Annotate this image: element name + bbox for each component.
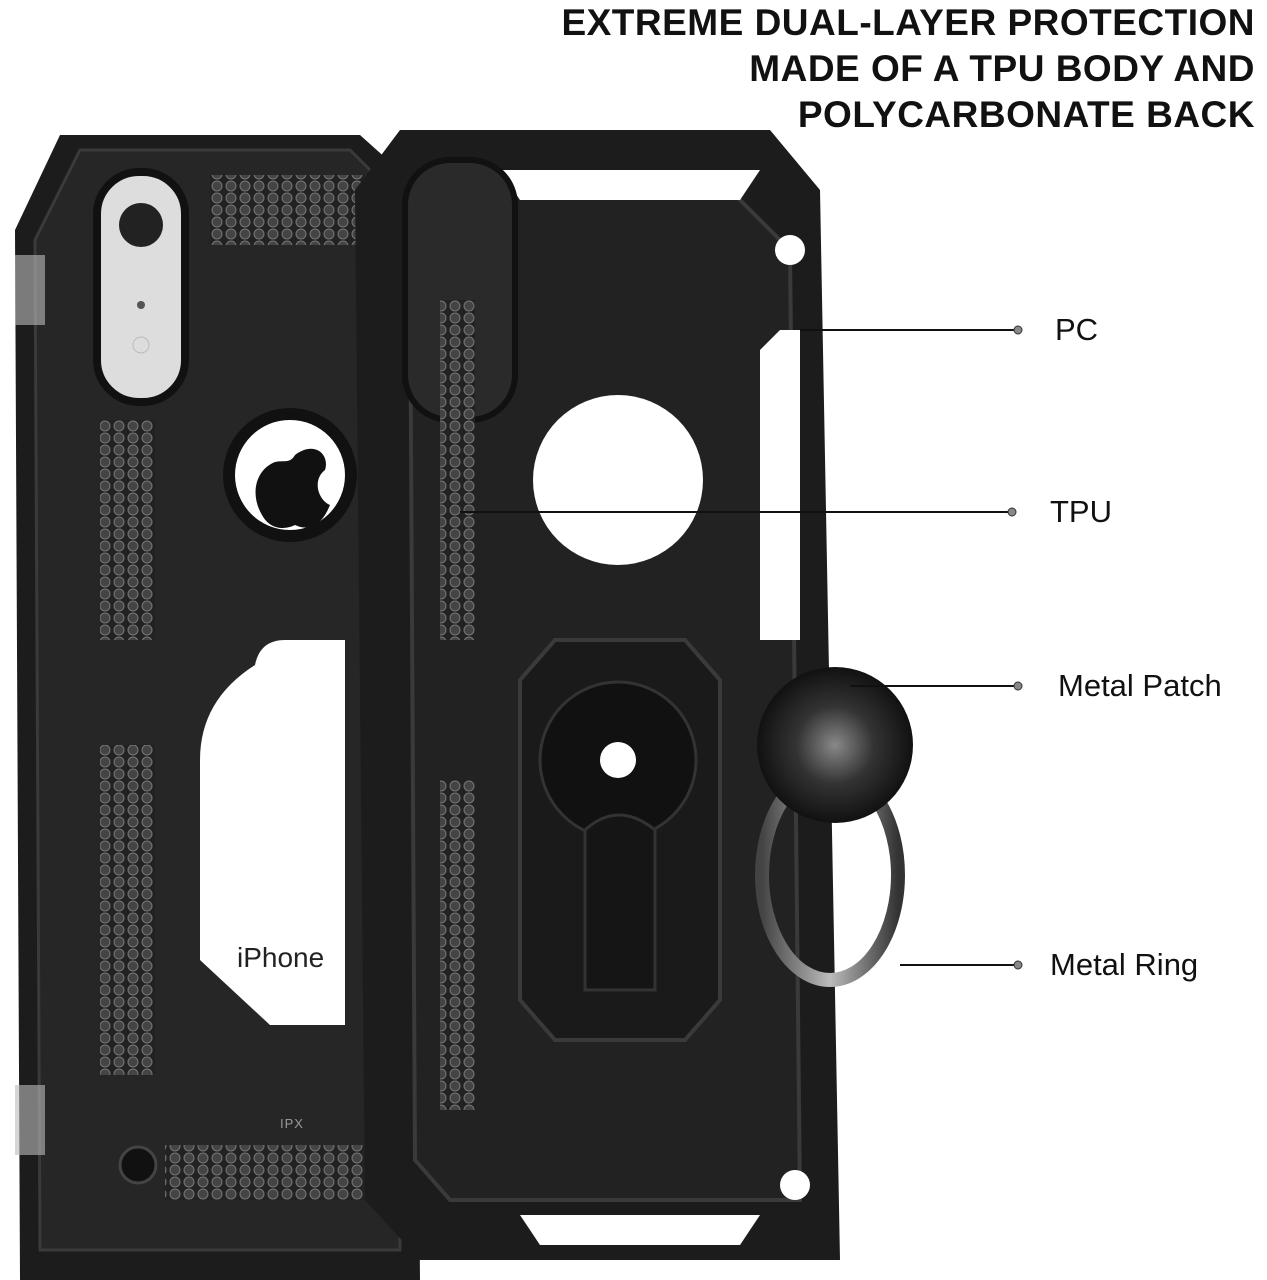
headline: EXTREME DUAL-LAYER PROTECTION MADE OF A … <box>561 0 1255 138</box>
logo-hole <box>533 395 703 565</box>
left-grip-lower <box>100 745 155 1075</box>
headline-line-1: EXTREME DUAL-LAYER PROTECTION <box>561 2 1255 43</box>
callout-metal-ring: Metal Ring <box>1050 947 1199 982</box>
callout-pc: PC <box>1055 312 1099 347</box>
metal-patch <box>757 667 913 823</box>
apple-logo-icon <box>255 448 330 528</box>
callout-tpu: TPU <box>1050 494 1112 529</box>
front-case <box>355 130 840 1260</box>
left-grip-upper <box>100 420 155 640</box>
iphone-text: iPhone <box>237 942 325 973</box>
logo-window <box>200 640 345 1025</box>
camera-cutout <box>93 168 189 406</box>
camera-lens-icon <box>119 203 163 247</box>
headline-line-3: POLYCARBONATE BACK <box>797 94 1255 135</box>
case-mark: IPX <box>280 1116 304 1131</box>
callout-metal-patch: Metal Patch <box>1058 668 1222 703</box>
bottom-grip <box>165 1145 375 1200</box>
headline-line-2: MADE OF A TPU BODY AND <box>749 48 1255 89</box>
back-case <box>15 135 456 1280</box>
metal-ring-assembly <box>755 667 913 987</box>
callout-lines <box>460 329 1018 966</box>
